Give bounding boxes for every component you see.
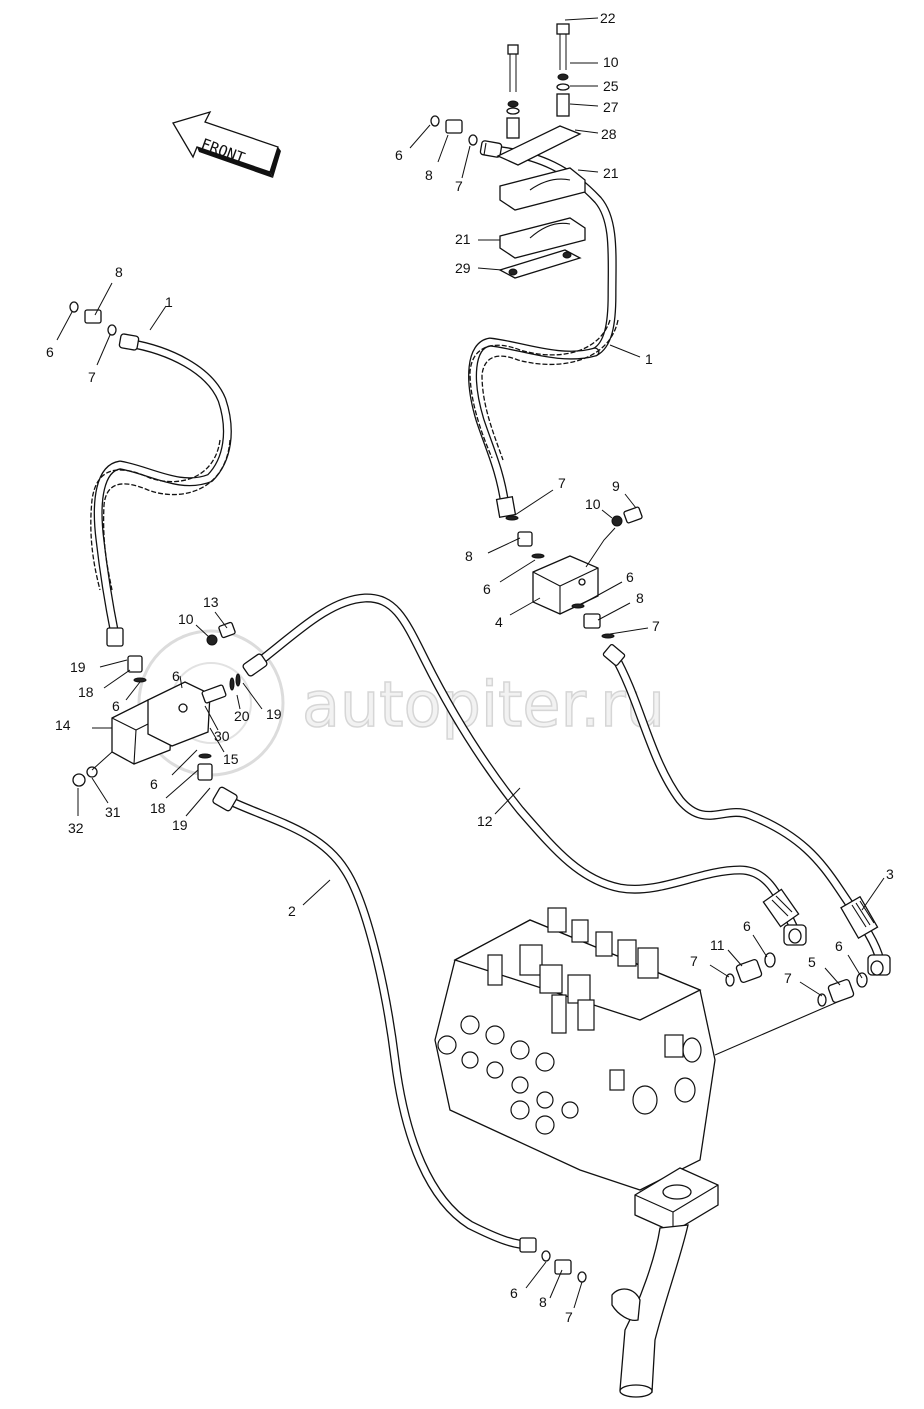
callout-18: 18 xyxy=(150,800,166,816)
callout-6: 6 xyxy=(835,938,843,954)
callout-7: 7 xyxy=(652,618,660,634)
callout-10: 10 xyxy=(585,496,601,512)
bracket-assembly xyxy=(72,621,241,787)
front-direction-arrow: FRONT xyxy=(172,110,281,178)
callout-8: 8 xyxy=(115,264,123,280)
callout-6: 6 xyxy=(150,776,158,792)
callout-2: 2 xyxy=(288,903,296,919)
watermark: autopiter.ru xyxy=(137,629,666,777)
callout-30: 30 xyxy=(214,728,230,744)
callout-labels: 22 10 25 27 28 21 21 29 1 6 8 7 8 6 7 1 … xyxy=(46,10,894,1325)
hose-1-right xyxy=(468,140,619,519)
callout-20: 20 xyxy=(234,708,250,724)
hose-3 xyxy=(602,644,891,976)
callout-29: 29 xyxy=(455,260,471,276)
callout-31: 31 xyxy=(105,804,121,820)
callout-6: 6 xyxy=(483,581,491,597)
callout-27: 27 xyxy=(603,99,619,115)
callout-7: 7 xyxy=(784,970,792,986)
leader-lines xyxy=(56,17,885,1309)
callout-19: 19 xyxy=(266,706,282,722)
callout-8: 8 xyxy=(465,548,473,564)
callout-11: 11 xyxy=(710,937,725,953)
callout-5: 5 xyxy=(808,954,816,970)
callout-6: 6 xyxy=(172,668,180,684)
callout-22: 22 xyxy=(600,10,616,26)
callout-10: 10 xyxy=(178,611,194,627)
callout-1: 1 xyxy=(165,294,173,310)
callout-6: 6 xyxy=(46,344,54,360)
callout-6: 6 xyxy=(112,698,120,714)
hose-1-left xyxy=(69,301,232,647)
flanged-pipe xyxy=(611,1167,719,1398)
callout-7: 7 xyxy=(88,369,96,385)
callout-21: 21 xyxy=(455,231,471,247)
control-valve xyxy=(434,907,843,1191)
callout-18: 18 xyxy=(78,684,94,700)
valve-side-fittings xyxy=(725,952,868,1007)
callout-28: 28 xyxy=(601,126,617,142)
callout-6: 6 xyxy=(743,918,751,934)
callout-4: 4 xyxy=(495,614,503,630)
watermark-text: autopiter.ru xyxy=(302,668,665,741)
callout-7: 7 xyxy=(455,178,463,194)
hose-12 xyxy=(242,593,807,946)
callout-10: 10 xyxy=(603,54,619,70)
callout-15: 15 xyxy=(223,751,239,767)
callout-14: 14 xyxy=(55,717,71,733)
callout-8: 8 xyxy=(636,590,644,606)
callout-25: 25 xyxy=(603,78,619,94)
callout-7: 7 xyxy=(558,475,566,491)
block-4 xyxy=(505,506,643,639)
callout-21: 21 xyxy=(603,165,619,181)
callout-1: 1 xyxy=(645,351,653,367)
callout-3: 3 xyxy=(886,866,894,882)
callout-8: 8 xyxy=(425,167,433,183)
callout-8: 8 xyxy=(539,1294,547,1310)
fittings-top-right xyxy=(430,115,478,146)
callout-7: 7 xyxy=(565,1309,573,1325)
hose-2 xyxy=(212,786,587,1283)
callout-12: 12 xyxy=(477,813,493,829)
clamp-assembly xyxy=(496,23,586,279)
callout-6: 6 xyxy=(626,569,634,585)
callout-13: 13 xyxy=(203,594,219,610)
callout-6: 6 xyxy=(395,147,403,163)
callout-32: 32 xyxy=(68,820,84,836)
callout-19: 19 xyxy=(70,659,86,675)
callout-19: 19 xyxy=(172,817,188,833)
callout-9: 9 xyxy=(612,478,620,494)
callout-7: 7 xyxy=(690,953,698,969)
callout-6: 6 xyxy=(510,1285,518,1301)
